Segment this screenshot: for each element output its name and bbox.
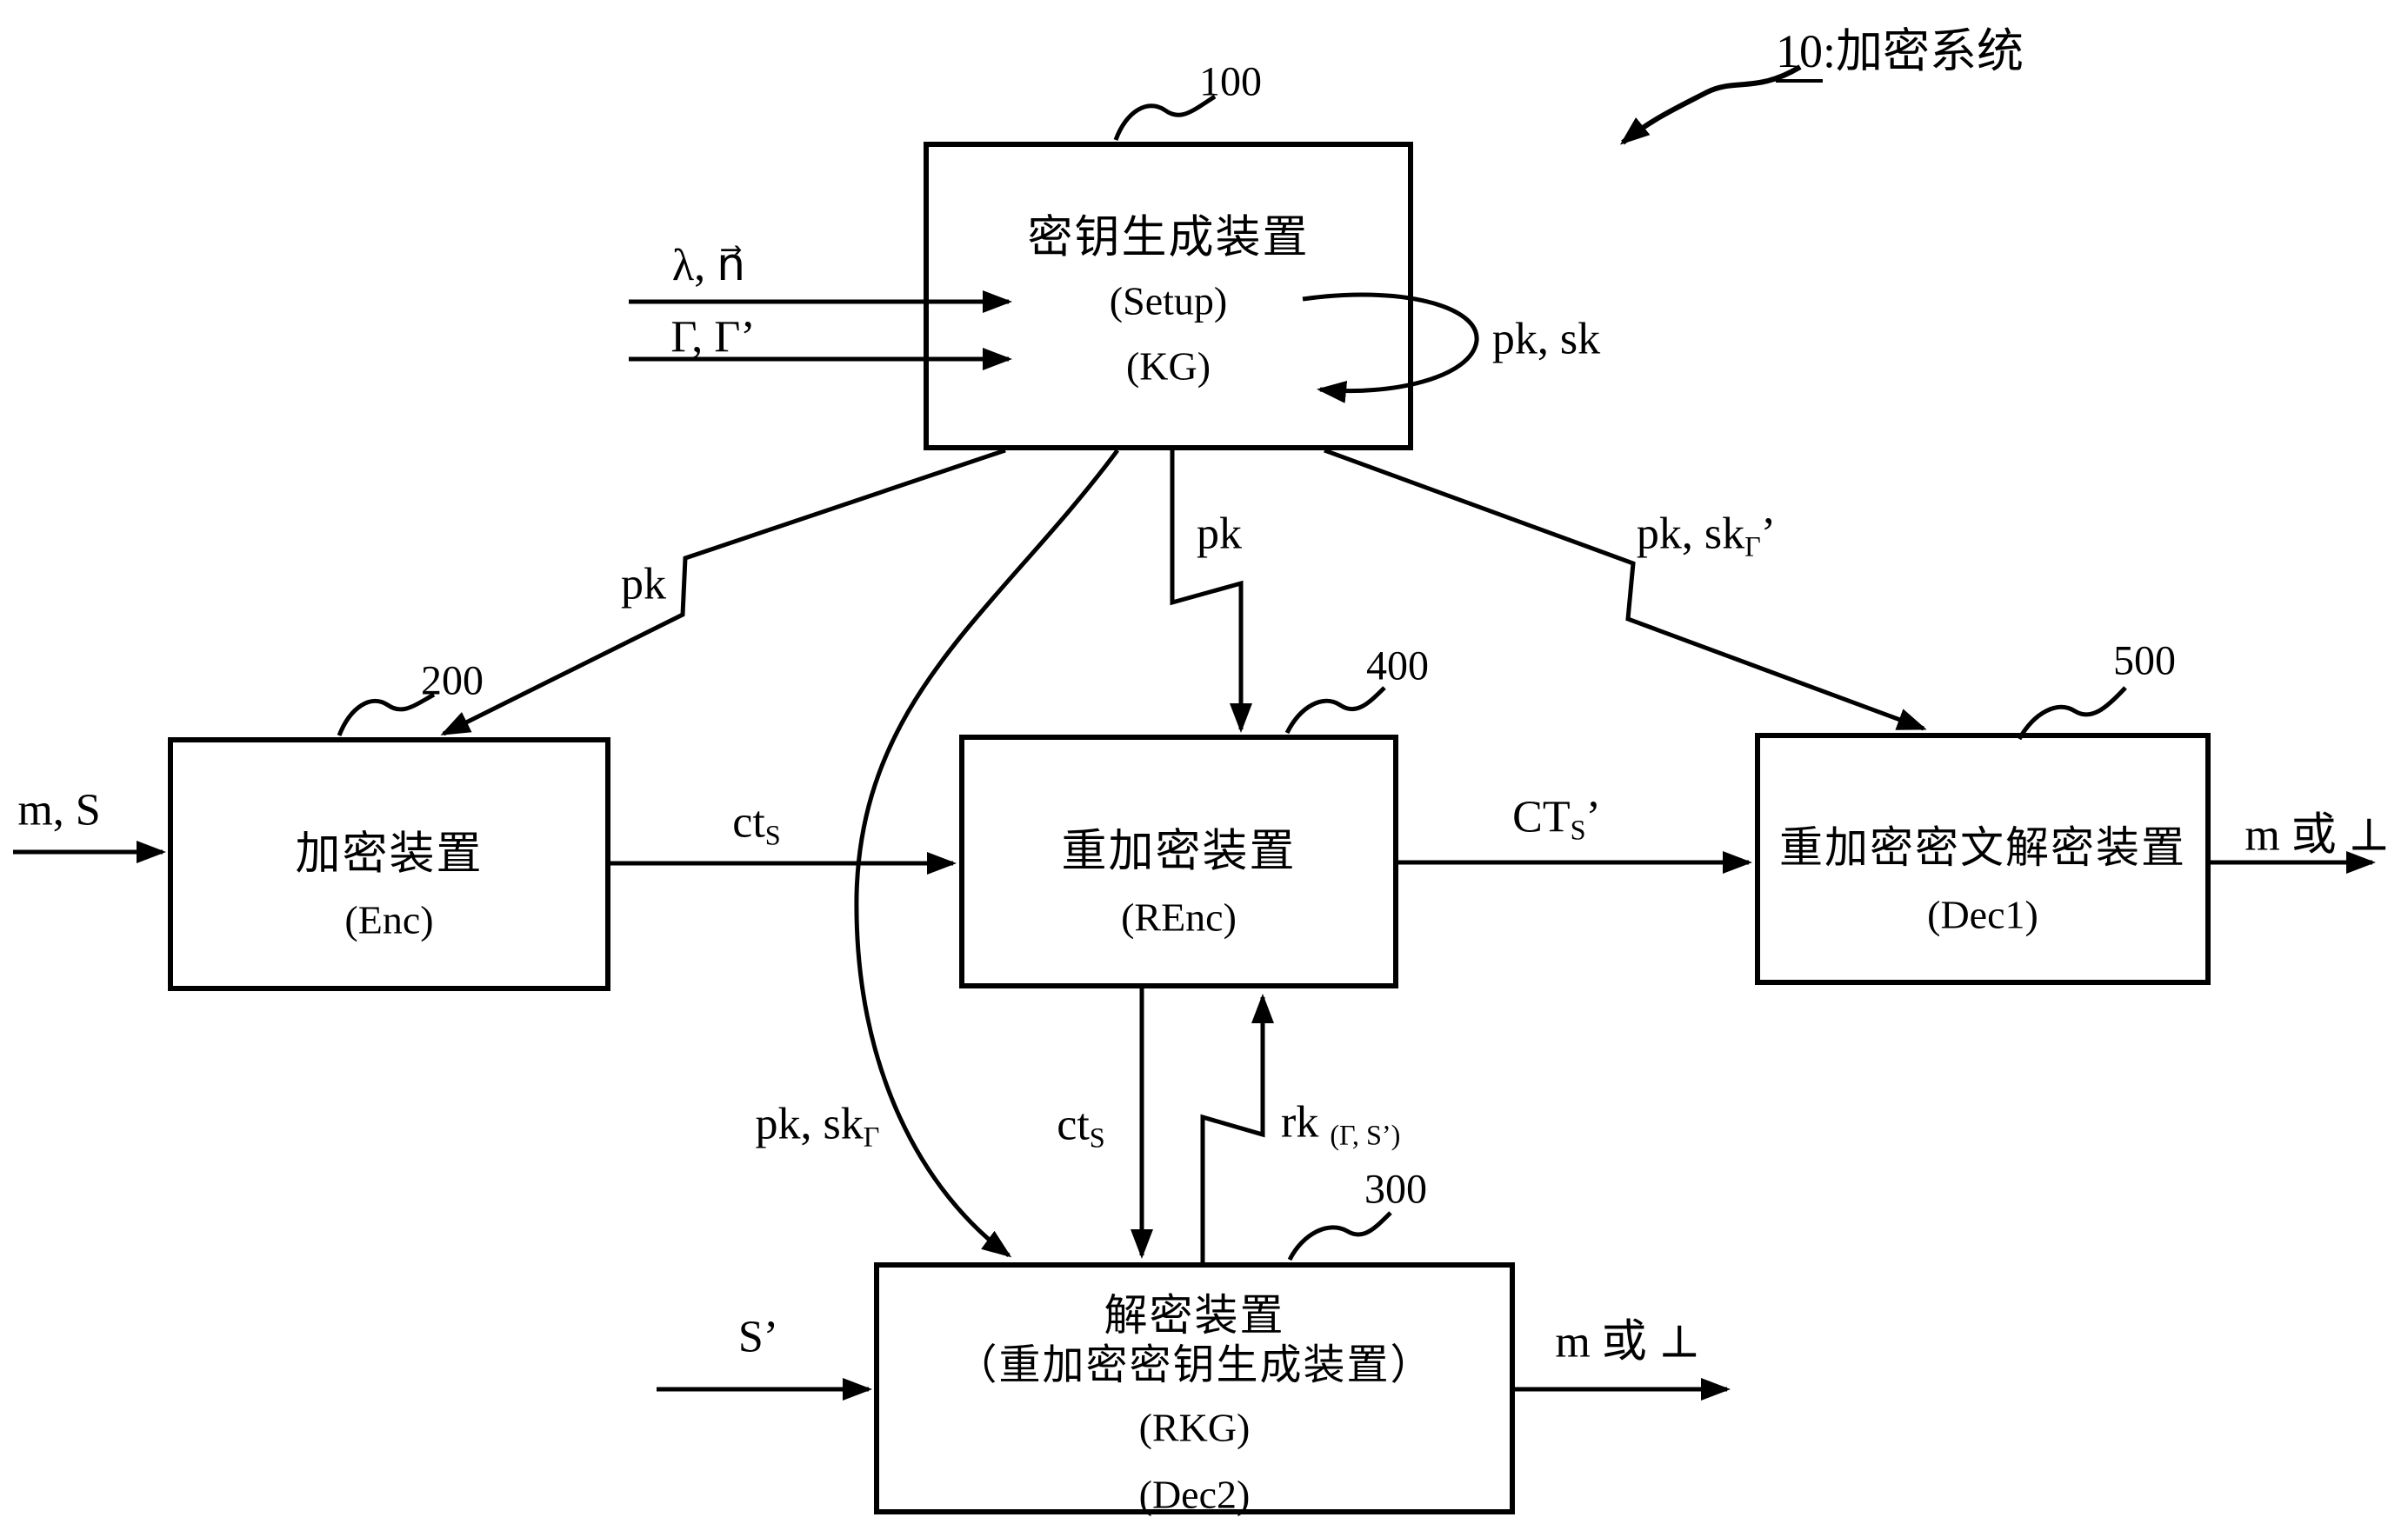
box-dec1-code: (Dec1) bbox=[1927, 892, 2038, 937]
arrow-pk-to-enc bbox=[440, 448, 1006, 736]
box-enc-code: (Enc) bbox=[344, 897, 434, 942]
label-ct-s-mid-base: ct bbox=[732, 797, 765, 848]
system-title-number: 10 bbox=[1776, 25, 1823, 83]
label-ct-s-low-base: ct bbox=[1057, 1100, 1090, 1150]
label-ct-s-low: ctS bbox=[1057, 1099, 1104, 1154]
label-output-dec1: m 或 ⊥ bbox=[2245, 810, 2391, 861]
label-gamma-gamma-prime: Γ, Γ’ bbox=[670, 312, 756, 363]
box-enc-title: 加密装置 bbox=[295, 829, 484, 880]
leader-400 bbox=[1284, 686, 1386, 735]
box-renc-title: 重加密装置 bbox=[1061, 827, 1297, 877]
box-dec2-title: 解密装置 bbox=[1104, 1291, 1285, 1340]
label-ct-s-cap: CTS’ bbox=[1512, 791, 1601, 846]
label-pk-mid: pk bbox=[1197, 509, 1242, 559]
arrow-pk-to-renc bbox=[1170, 450, 1252, 733]
box-reencrypted-ciphertext-decryption-device: 重加密密文解密装置 (Dec1) bbox=[1755, 733, 2211, 985]
label-ct-s-cap-base: CT bbox=[1512, 792, 1571, 842]
leader-300 bbox=[1287, 1211, 1392, 1261]
label-pk-sk-gamma-prime-post: ’ bbox=[1760, 509, 1777, 559]
label-output-dec2: m 或 ⊥ bbox=[1555, 1317, 1701, 1368]
box-renc-code: (REnc) bbox=[1121, 895, 1237, 940]
label-pk-left: pk bbox=[621, 559, 666, 609]
label-rk-sub: (Γ, S’) bbox=[1330, 1119, 1401, 1151]
label-rk: rk (Γ, S’) bbox=[1281, 1096, 1400, 1151]
label-s-prime: S’ bbox=[737, 1312, 779, 1362]
leader-500 bbox=[2017, 686, 2127, 741]
label-m-s: m, S bbox=[17, 785, 101, 835]
ref-200: 200 bbox=[421, 657, 484, 704]
box-reencryption-device: 重加密装置 (REnc) bbox=[959, 735, 1398, 988]
box-keygen-setup: (Setup) bbox=[1109, 278, 1228, 323]
box-keygen-title: 密钥生成装置 bbox=[1027, 213, 1310, 263]
label-ct-s-low-sub: S bbox=[1089, 1121, 1105, 1154]
system-title-text: :加密系统 bbox=[1823, 25, 2024, 77]
leader-200 bbox=[337, 692, 436, 736]
label-lambda-n: λ, n⃗ bbox=[671, 241, 746, 290]
box-decryption-device: 解密装置 （重加密密钥生成装置） (RKG) (Dec2) bbox=[874, 1262, 1515, 1517]
label-pk-sk-gamma-sub: Γ bbox=[863, 1121, 880, 1153]
label-pk-sk-gamma-base: pk, sk bbox=[755, 1099, 864, 1149]
box-dec1-title: 重加密密文解密装置 bbox=[1779, 823, 2186, 872]
label-ct-s-mid: ctS bbox=[732, 796, 780, 851]
arrow-rk-up bbox=[1200, 994, 1274, 1262]
box-encryption-device: 加密装置 (Enc) bbox=[168, 737, 610, 991]
box-dec2-subtitle: （重加密密钥生成装置） bbox=[955, 1342, 1434, 1388]
label-pk-sk: pk, sk bbox=[1491, 314, 1601, 364]
box-keygen-kg: (KG) bbox=[1125, 343, 1211, 389]
label-rk-base: rk bbox=[1281, 1097, 1331, 1148]
arrow-system-pointer bbox=[1619, 64, 1802, 145]
label-ct-s-cap-sub: S bbox=[1570, 814, 1586, 846]
ref-100: 100 bbox=[1199, 58, 1262, 105]
ref-500: 500 bbox=[2113, 637, 2176, 684]
label-pk-sk-gamma-prime: pk, skΓ’ bbox=[1637, 508, 1776, 562]
ref-300: 300 bbox=[1364, 1166, 1427, 1213]
label-pk-sk-gamma: pk, skΓ bbox=[756, 1098, 880, 1153]
label-ct-s-cap-post: ’ bbox=[1585, 792, 1601, 842]
system-title: 10:加密系统 bbox=[1776, 12, 2024, 83]
label-pk-sk-gamma-prime-base: pk, sk bbox=[1636, 509, 1745, 559]
box-dec2-code: (Dec2) bbox=[1138, 1472, 1251, 1517]
ref-400: 400 bbox=[1366, 642, 1429, 689]
label-ct-s-mid-sub: S bbox=[764, 819, 781, 851]
box-key-generation-device: 密钥生成装置 (Setup) (KG) bbox=[924, 142, 1413, 450]
label-pk-sk-gamma-prime-sub: Γ bbox=[1744, 530, 1761, 562]
box-dec2-rkg: (RKG) bbox=[1138, 1405, 1251, 1450]
